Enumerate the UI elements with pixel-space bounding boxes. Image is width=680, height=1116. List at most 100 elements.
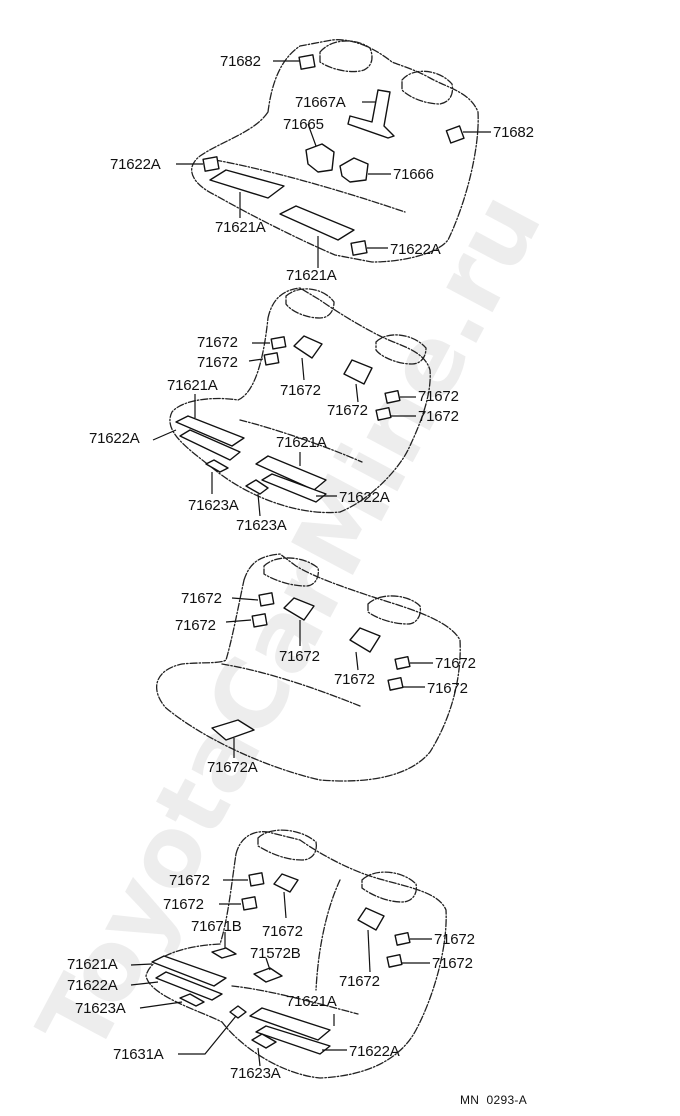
pad-71621a-left xyxy=(209,169,285,199)
clip-71631a xyxy=(229,1005,247,1019)
bracket-71667a xyxy=(347,89,395,139)
clip-71682-right xyxy=(445,125,465,144)
seat-3-headrest-left xyxy=(263,557,320,587)
clip-71672-f xyxy=(375,406,392,421)
seat-4-headrest-left xyxy=(257,829,318,861)
seat-3-headrest-right xyxy=(367,595,422,625)
pad-71621a-left xyxy=(151,955,227,987)
label-71682: 71682 xyxy=(220,53,261,70)
pad-71672-c xyxy=(283,597,315,621)
seat-4-divider xyxy=(315,879,341,991)
pad-71622a-left xyxy=(155,971,223,1001)
pad-71622a-right xyxy=(255,1025,331,1055)
label-71682: 71682 xyxy=(493,124,534,141)
seat-2-headrest-left xyxy=(285,288,335,319)
clip-71682-left xyxy=(298,54,316,70)
label-71672: 71672 xyxy=(197,334,238,351)
label-71622a: 71622A xyxy=(67,977,118,994)
clip-71672-b xyxy=(251,613,268,628)
label-71672: 71672 xyxy=(418,408,459,425)
clip-71672-e xyxy=(394,655,411,670)
seat-1-headrest-left xyxy=(319,40,373,73)
seat-3-assembly: 71672 71672 71672 71672 71672 71672 7167… xyxy=(156,553,476,782)
label-71621a: 71621A xyxy=(215,219,266,236)
label-71622a: 71622A xyxy=(339,489,390,506)
label-71667a: 71667A xyxy=(295,94,346,111)
clip-71622a-right xyxy=(350,240,368,256)
pad-71623a-right xyxy=(245,479,269,495)
label-71621a: 71621A xyxy=(286,993,337,1010)
label-71623a: 71623A xyxy=(236,517,287,534)
pad-71623a-left xyxy=(179,993,205,1007)
pad-71672a xyxy=(211,719,255,741)
clip-71672-e xyxy=(384,389,401,404)
label-71672: 71672 xyxy=(427,680,468,697)
label-71672: 71672 xyxy=(280,382,321,399)
label-71672: 71672 xyxy=(163,896,204,913)
pad-71666 xyxy=(339,157,369,183)
label-71666: 71666 xyxy=(393,166,434,183)
seat-2-headrest-right xyxy=(375,334,427,365)
seat-2-outline xyxy=(169,287,431,514)
label-71672: 71672 xyxy=(327,402,368,419)
pad-71665 xyxy=(305,143,335,173)
label-71622a: 71622A xyxy=(110,156,161,173)
pad-71621a-right xyxy=(279,205,355,241)
label-71672: 71672 xyxy=(197,354,238,371)
pad-71621a-left xyxy=(175,415,245,447)
seat-2-assembly: 71672 71672 71621A 71672 71672 71622A 71… xyxy=(89,287,459,534)
seat-1-headrest-right xyxy=(401,70,454,105)
clip-71672-f xyxy=(387,676,404,691)
label-71622a: 71622A xyxy=(390,241,441,258)
clip-71672-a xyxy=(270,336,287,350)
label-71665: 71665 xyxy=(283,116,324,133)
label-71623a: 71623A xyxy=(75,1000,126,1017)
label-71622a: 71622A xyxy=(89,430,140,447)
pad-71672-d xyxy=(343,359,373,385)
clip-71672-b xyxy=(263,352,280,366)
seat-4-headrest-right xyxy=(361,871,418,903)
label-71672: 71672 xyxy=(181,590,222,607)
diagram-code: MN 0293-A xyxy=(460,1093,527,1107)
label-71671b: 71671B xyxy=(191,918,242,935)
clip-71622a-left xyxy=(202,156,220,172)
pad-71672-f xyxy=(357,907,385,931)
pad-71623a-left xyxy=(205,459,229,473)
label-71672: 71672 xyxy=(418,388,459,405)
label-71672: 71672 xyxy=(279,648,320,665)
label-71631a: 71631A xyxy=(113,1046,164,1063)
label-71572b: 71572B xyxy=(250,945,301,962)
seat-2-crease xyxy=(239,419,363,463)
clip-71672-a xyxy=(248,872,265,887)
seat-1-assembly: 71682 71667A 71665 71682 71622A 71666 71… xyxy=(110,39,534,284)
clip-71672-j xyxy=(386,953,403,968)
pad-71672-c xyxy=(273,873,299,893)
pad-71621a-right xyxy=(255,455,327,491)
seat-3-outline xyxy=(156,553,461,782)
label-71672: 71672 xyxy=(262,923,303,940)
label-71622a: 71622A xyxy=(349,1043,400,1060)
label-71672: 71672 xyxy=(434,931,475,948)
clip-71672-a xyxy=(258,592,275,607)
seat-4-outline xyxy=(145,831,447,1079)
label-71621a: 71621A xyxy=(67,956,118,973)
label-71672: 71672 xyxy=(435,655,476,672)
label-71621a: 71621A xyxy=(167,377,218,394)
pad-71622a-left xyxy=(179,429,241,461)
label-71672: 71672 xyxy=(432,955,473,972)
label-71672: 71672 xyxy=(339,973,380,990)
clip-71672-b xyxy=(241,896,258,911)
seat-1-outline xyxy=(191,39,479,263)
label-71621a: 71621A xyxy=(286,267,337,284)
seat-3-crease xyxy=(221,663,361,707)
label-71672: 71672 xyxy=(169,872,210,889)
pad-71671b xyxy=(211,947,237,959)
pad-71621a-right xyxy=(249,1007,331,1041)
label-71623a: 71623A xyxy=(188,497,239,514)
label-71672a: 71672A xyxy=(207,759,258,776)
label-71672: 71672 xyxy=(175,617,216,634)
label-71621a: 71621A xyxy=(276,434,327,451)
label-71623a: 71623A xyxy=(230,1065,281,1082)
seat-4-assembly: 71672 71672 71671B 71672 71572B 71672 71… xyxy=(67,829,475,1082)
